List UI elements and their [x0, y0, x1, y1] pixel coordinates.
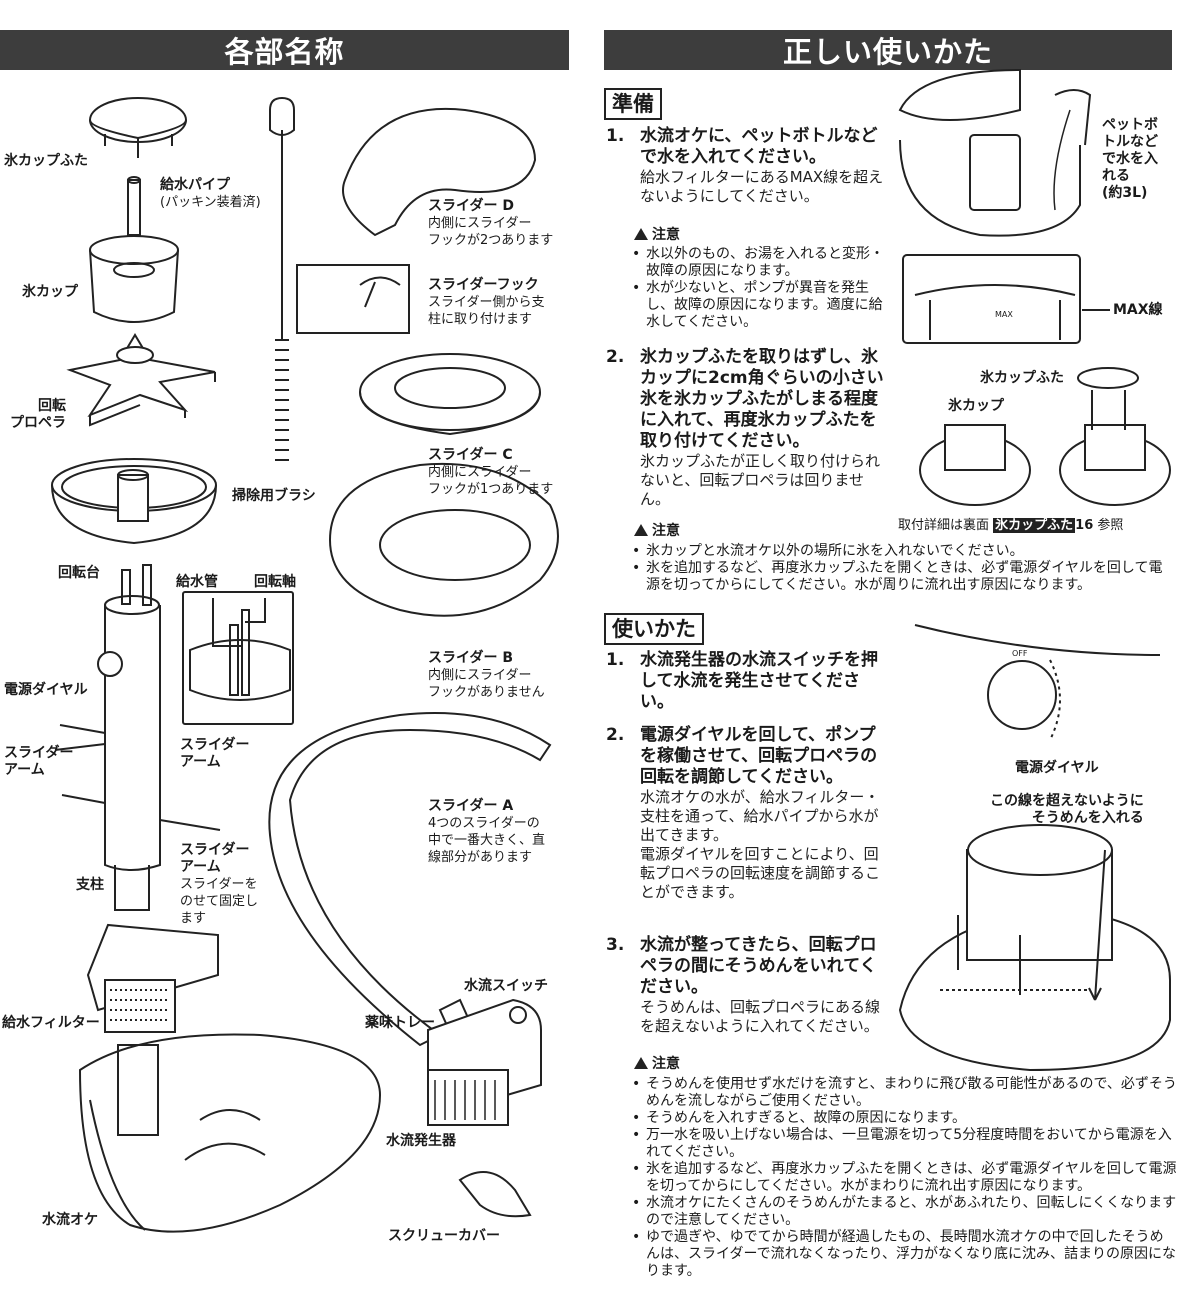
prep-step-1: 1.水流オケに、ペットボトルなどで水を入れてください。 給水フィルターにあるMA…: [606, 126, 884, 205]
warning-icon: [634, 228, 648, 240]
water-filter-drawing: [86, 923, 219, 1033]
label-ice-cup-lid: 氷カップふた: [4, 153, 88, 169]
label-slider-arm-3: スライダー アームスライダーを のせて固定し ます: [180, 842, 259, 926]
caution-2-list: 氷カップと水流オケ以外の場所に氷を入れないでください。 氷を追加するなど、再度氷…: [632, 543, 1172, 594]
label-power-dial: 電源ダイヤル: [4, 682, 88, 698]
label-screw-cover: スクリューカバー: [388, 1228, 500, 1244]
caution-3-list: そうめんを使用せず水だけを流すと、まわりに飛び散る可能性があるので、必ずそうめん…: [632, 1076, 1177, 1280]
rotating-base-drawing: [51, 458, 217, 545]
cleaning-brush-drawing: [269, 96, 295, 461]
use-step-3: 3.水流が整ってきたら、回転プロペラの間にそうめんをいれてください。 そうめんは…: [606, 935, 881, 1035]
label-flow-generator: 水流発生器: [386, 1133, 456, 1149]
label-propeller: 回転 プロペラ: [10, 398, 66, 431]
label-feed-tube: 給水管: [176, 574, 218, 590]
label-ice-cup: 氷カップ: [22, 284, 78, 300]
label-pillar: 支柱: [76, 877, 104, 893]
label-rotating-base: 回転台: [58, 565, 100, 581]
max-mark: MAX: [995, 310, 1013, 319]
prep-heading: 準備: [604, 88, 662, 120]
label-flow-switch: 水流スイッチ: [464, 978, 548, 994]
label-bottle: ペットボ トルなど で水を入 れる (約3L): [1102, 117, 1158, 201]
label-cleaning-brush: 掃除用ブラシ: [232, 488, 316, 504]
usage-banner: 正しい使いかた: [604, 30, 1172, 70]
label-water-pipe: 給水パイプ(パッキン装着済): [160, 177, 261, 210]
water-tub-drawing: [78, 1033, 382, 1233]
use-step-2: 2.電源ダイヤルを回して、ポンプを稼働させて、回転プロペラの回転を調節してくださ…: [606, 725, 881, 901]
label-cup-small: 氷カップ: [948, 398, 1004, 414]
label-lid-small: 氷カップふた: [980, 370, 1064, 386]
label-dial: 電源ダイヤル: [1015, 760, 1099, 776]
label-slider-arm-1: スライダー アーム: [4, 745, 74, 778]
ice-cup-drawing: [89, 235, 179, 323]
label-water-tub: 水流オケ: [42, 1212, 98, 1228]
feed-shaft-inset: [182, 591, 294, 725]
flow-generator-drawing: [427, 998, 542, 1126]
use-step-1: 1.水流発生器の水流スイッチを押して水流を発生させてください。: [606, 650, 878, 712]
warning-icon: [634, 524, 648, 536]
caution-3: 注意: [634, 1053, 680, 1073]
label-rotating-shaft: 回転軸: [254, 574, 296, 590]
prep-step-2: 2.氷カップふたを取りはずし、氷カップに2cm角ぐらいの小さい氷を氷カップふたが…: [606, 347, 884, 508]
use-heading: 使いかた: [604, 613, 704, 645]
propeller-drawing: [66, 333, 216, 427]
parts-banner: 各部名称: [0, 30, 569, 70]
caution-2: 注意: [634, 520, 680, 540]
off-mark: OFF: [1012, 649, 1028, 658]
label-max-line: MAX線: [1113, 302, 1163, 318]
label-slider-arm-2: スライダー アーム: [180, 737, 250, 770]
label-water-filter: 給水フィルター: [2, 1015, 100, 1031]
pillar-drawing: [54, 564, 221, 911]
label-slider-hook: スライダーフックスライダー側から支 柱に取り付けます: [428, 277, 545, 327]
label-condiment-tray: 薬味トレー: [365, 1015, 435, 1031]
pour-illustration: [898, 68, 1092, 237]
label-limit: この線を超えないように そうめんを入れる: [990, 793, 1144, 826]
caution-1-list: 水以外のもの、お湯を入れると変形・故障の原因になります。 水が少ないと、ポンプが…: [632, 246, 894, 331]
ice-cup-lid-drawing: [89, 97, 187, 158]
caution-1: 注意: [634, 224, 680, 244]
warning-icon: [634, 1057, 648, 1069]
